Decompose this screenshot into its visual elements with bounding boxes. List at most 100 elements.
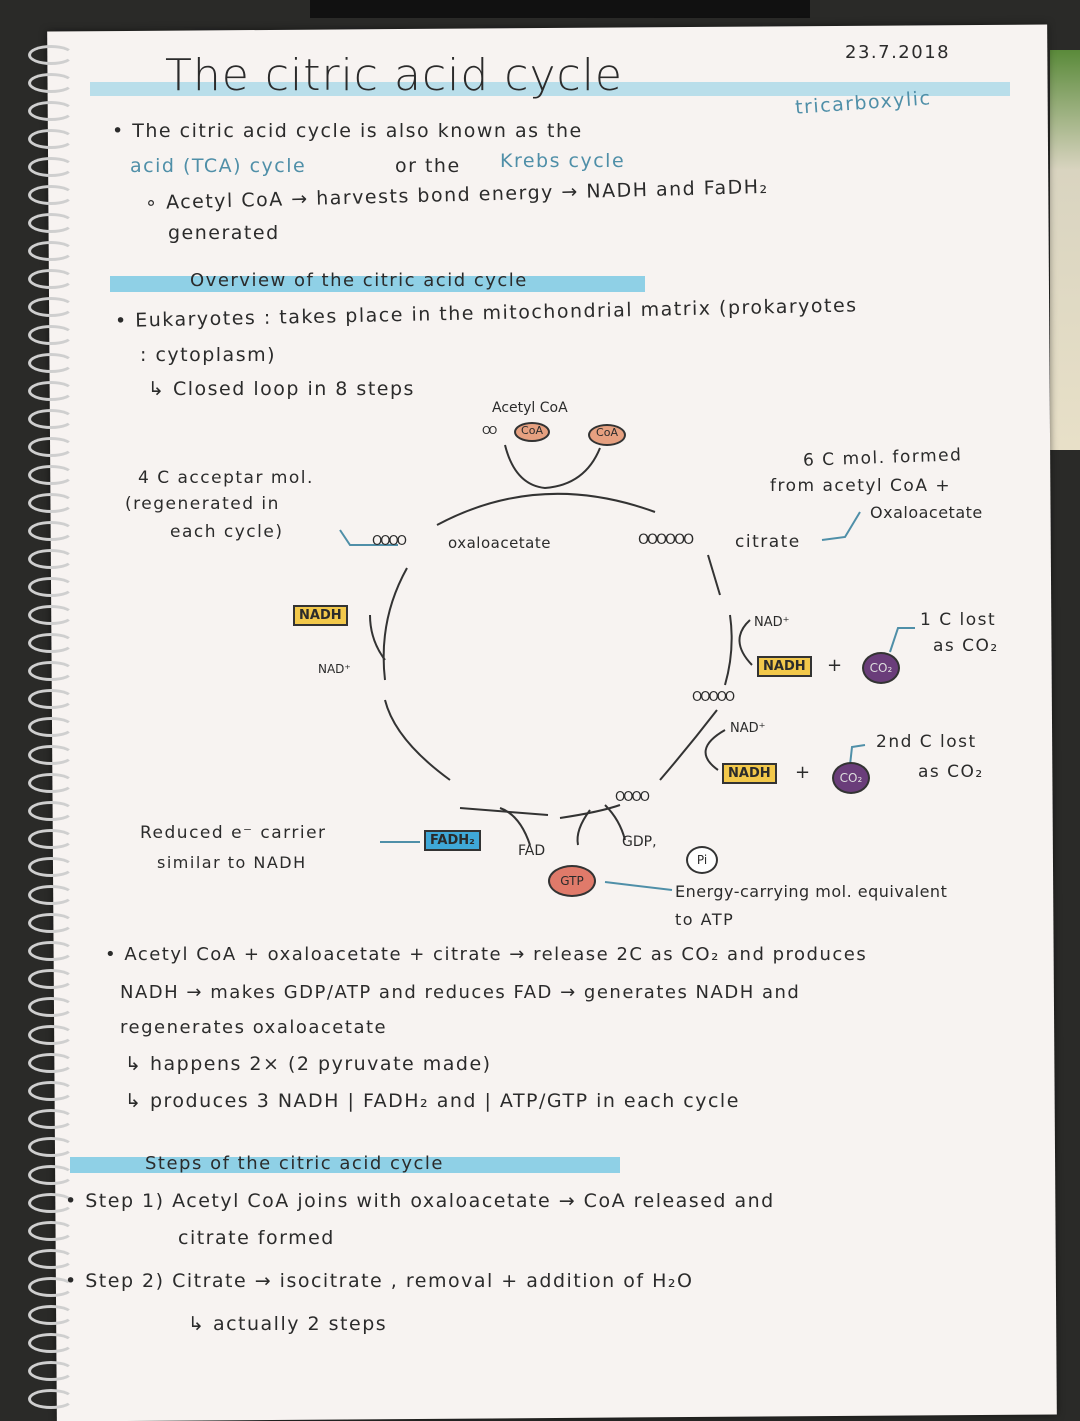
spiral-ring — [28, 521, 74, 541]
spiral-ring — [28, 1277, 74, 1297]
nad-label: NAD⁺ — [318, 662, 351, 676]
spiral-ring — [28, 325, 74, 345]
section-heading: Steps of the citric acid cycle — [145, 1153, 444, 1174]
spiral-ring — [28, 269, 74, 289]
co2-badge: CO₂ — [862, 652, 900, 684]
spiral-ring — [28, 1165, 74, 1185]
spiral-ring — [28, 101, 74, 121]
arrow — [707, 554, 721, 596]
pointer-arrow — [821, 511, 861, 541]
gtp-note: Energy-carrying mol. equivalent — [675, 882, 948, 901]
pi-badge: Pi — [686, 846, 718, 874]
carbon-chain: OOOO — [372, 534, 407, 549]
step-line: ↳ actually 2 steps — [188, 1313, 388, 1335]
date: 23.7.2018 — [845, 42, 951, 63]
section-heading: Overview of the citric acid cycle — [190, 270, 528, 291]
intro-term: acid (TCA) cycle — [130, 155, 307, 177]
page-title: The citric acid cycle — [165, 50, 623, 101]
co2-note: 2nd C lost — [876, 732, 977, 752]
arrow-acetyl-coa — [504, 444, 601, 490]
heading-highlight — [110, 276, 645, 292]
spiral-ring — [28, 773, 74, 793]
pointer-arrow — [889, 627, 915, 653]
arrow — [384, 699, 451, 781]
spiral-ring — [28, 969, 74, 989]
nadh-box: NADH — [722, 763, 777, 784]
summary-line: ↳ happens 2× (2 pyruvate made) — [125, 1053, 492, 1075]
acceptor-note: (regenerated in — [125, 494, 280, 514]
background-object — [1050, 50, 1080, 450]
carbon-chain: OOOOOO — [638, 532, 694, 548]
fadh2-box: FADH₂ — [424, 830, 481, 851]
arrow — [724, 614, 733, 686]
spiral-ring — [28, 717, 74, 737]
coa-badge: CoA — [514, 422, 550, 442]
fadh-note: Reduced e⁻ carrier — [140, 823, 327, 843]
summary-line: NADH → makes GDP/ATP and reduces FAD → g… — [120, 982, 801, 1003]
acceptor-note: 4 C acceptar mol. — [138, 468, 314, 488]
spiral-ring — [28, 1053, 74, 1073]
spiral-ring — [28, 437, 74, 457]
spiral-ring — [28, 381, 74, 401]
nadh-box: NADH — [757, 656, 812, 677]
spiral-ring — [28, 605, 74, 625]
carbon-chain: OOOO — [615, 790, 650, 805]
spiral-ring — [28, 577, 74, 597]
spiral-ring — [28, 1081, 74, 1101]
spiral-ring — [28, 409, 74, 429]
acetyl-coa-label: Acetyl CoA — [492, 400, 568, 416]
pointer-arrow — [339, 529, 398, 546]
gtp-badge: GTP — [548, 865, 596, 897]
co2-note: as CO₂ — [918, 762, 984, 782]
title-highlight — [90, 82, 1010, 96]
citrate-note: Oxaloacetate — [870, 503, 983, 522]
spiral-ring — [28, 801, 74, 821]
nad-label: NAD⁺ — [754, 615, 790, 630]
arrow-gdp — [604, 804, 626, 841]
fad-label: FAD — [518, 843, 546, 859]
spiral-ring — [28, 1109, 74, 1129]
spiral-ring — [28, 297, 74, 317]
pointer-arrow — [604, 881, 673, 891]
spiral-ring — [28, 885, 74, 905]
intro-line: generated — [168, 222, 280, 244]
spiral-ring — [28, 997, 74, 1017]
nad-label: NAD⁺ — [730, 721, 766, 736]
step-line: • Step 2) Citrate → isocitrate , removal… — [65, 1270, 694, 1292]
intro-term: Krebs cycle — [500, 150, 626, 172]
arrow — [382, 567, 408, 681]
co2-note: 1 C lost — [920, 610, 997, 630]
spiral-ring — [28, 857, 74, 877]
spiral-ring — [28, 1025, 74, 1045]
arrow-nad — [704, 729, 726, 771]
spiral-ring — [28, 829, 74, 849]
spiral-ring — [28, 549, 74, 569]
carbon-chain: OOOOO — [692, 690, 735, 705]
pointer-arrow — [849, 744, 866, 766]
plus-sign: + — [827, 655, 844, 676]
gtp-note: to ATP — [675, 910, 735, 929]
spiral-ring — [28, 689, 74, 709]
intro-text: or the — [395, 155, 461, 177]
spiral-ring — [28, 1333, 74, 1353]
coa-badge: CoA — [588, 424, 626, 446]
spiral-ring — [28, 1137, 74, 1157]
spiral-ring — [28, 465, 74, 485]
spiral-ring — [28, 941, 74, 961]
spiral-ring — [28, 913, 74, 933]
carbon-chain: OO — [482, 424, 497, 437]
fadh-note: similar to NADH — [157, 853, 307, 872]
spiral-ring — [28, 493, 74, 513]
co2-note: as CO₂ — [933, 636, 999, 656]
citrate-note: from acetyl CoA + — [770, 476, 952, 496]
spiral-ring — [28, 745, 74, 765]
summary-line: regenerates oxaloacetate — [120, 1017, 388, 1038]
overview-line: : cytoplasm) — [140, 344, 277, 366]
spiral-ring — [28, 185, 74, 205]
spiral-ring — [28, 213, 74, 233]
arrow-nad — [738, 619, 753, 666]
spiral-ring — [28, 353, 74, 373]
oxaloacetate-label: oxaloacetate — [448, 534, 551, 552]
gdp-label: GDP, — [622, 834, 657, 850]
